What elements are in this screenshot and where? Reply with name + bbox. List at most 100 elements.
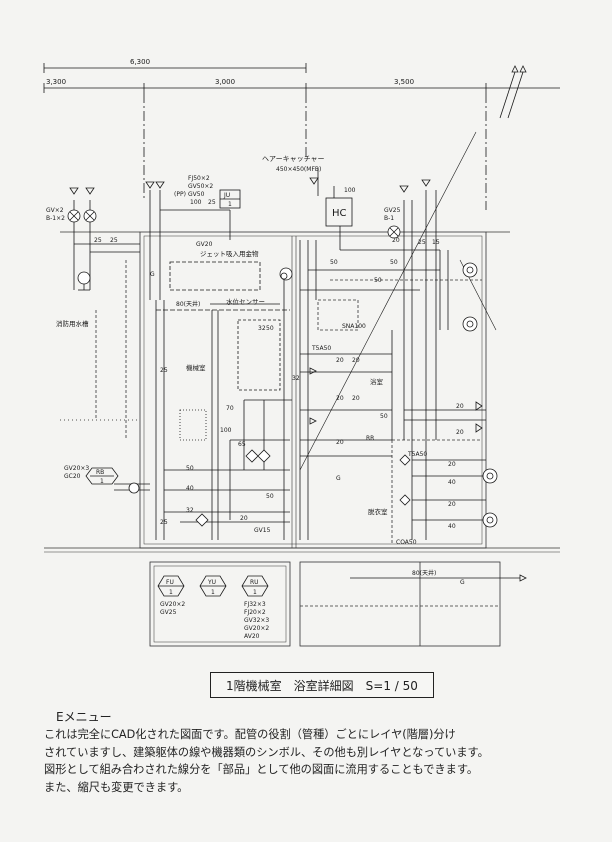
svg-text:32: 32: [186, 507, 194, 514]
ru-note-4: GV20×2: [244, 625, 269, 632]
label-b1: B-1: [384, 215, 394, 222]
svg-text:40: 40: [186, 485, 194, 492]
svg-text:1: 1: [211, 589, 215, 596]
label-rr: RR: [366, 435, 374, 442]
label-gv50: GV50: [188, 191, 205, 198]
svg-text:50: 50: [266, 325, 274, 332]
valve-symbols: [67, 209, 498, 528]
piping: [60, 131, 520, 579]
svg-text:20: 20: [336, 357, 344, 364]
ground-symbol: [78, 284, 90, 291]
svg-text:25: 25: [418, 239, 426, 246]
yu-symbol: YU 1: [199, 575, 227, 597]
svg-text:25: 25: [208, 199, 216, 206]
label-gc20: GC20: [64, 473, 81, 480]
ru-note-2: FJ20×2: [244, 609, 266, 616]
svg-text:JU: JU: [223, 192, 230, 199]
label-jet-fitting: ジェット吸入用金物: [200, 249, 259, 258]
svg-text:50: 50: [330, 259, 338, 266]
svg-text:50: 50: [390, 259, 398, 266]
svg-text:50: 50: [186, 465, 194, 472]
label-dressing-room: 脱衣室: [368, 507, 388, 516]
label-fj50: FJ50×2: [188, 175, 210, 182]
svg-text:25: 25: [110, 237, 118, 244]
menu-title: Eメニュー: [56, 710, 112, 724]
label-gv20x3: GV20×3: [64, 465, 89, 472]
svg-text:15: 15: [432, 239, 440, 246]
dim-left: 3,300: [46, 78, 66, 86]
svg-text:G: G: [336, 475, 341, 482]
hc-label: HC: [332, 208, 347, 219]
label-sna100: SNA100: [342, 323, 366, 330]
svg-text:1: 1: [100, 478, 104, 485]
desc-line-3: 図形として組み合わされた線分を「部品」として他の図面に流用することもできます。: [44, 763, 479, 776]
hair-catcher-size: 450×450(MFB): [276, 166, 321, 173]
svg-text:G: G: [150, 271, 155, 278]
label-b1-left: B-1×2: [46, 215, 65, 222]
ru-note-1: FJ32×3: [244, 601, 266, 608]
svg-text:70: 70: [226, 405, 234, 412]
building-walls: [44, 231, 560, 647]
ju-symbol: JU 1: [219, 189, 241, 209]
svg-text:20: 20: [352, 357, 360, 364]
drawing-caption: 1階機械室 浴室詳細図 S=1 / 50: [210, 672, 434, 698]
dimension-lines: [43, 63, 560, 210]
jet-fitting-box: [169, 261, 261, 291]
svg-text:20: 20: [336, 395, 344, 402]
svg-text:YU: YU: [207, 579, 216, 586]
svg-text:32: 32: [292, 375, 300, 382]
fu-symbol: FU 1: [157, 575, 185, 597]
fu-note-2: GV25: [160, 609, 177, 616]
grating: [179, 409, 207, 441]
ru-note-5: AV20: [244, 633, 260, 640]
svg-text:20: 20: [352, 395, 360, 402]
label-ceiling-80b: 80(天井): [412, 569, 436, 577]
vent-arrows: [499, 65, 527, 119]
label-gv-left: GV×2: [46, 207, 64, 214]
dim-middle: 3,000: [215, 78, 235, 86]
desc-line-1: これは完全にCAD化された図面です。配管の役割（管種）ごとにレイヤ(階層)分け: [44, 728, 456, 741]
svg-text:100: 100: [190, 199, 202, 206]
svg-text:G: G: [460, 579, 465, 586]
svg-text:RB: RB: [96, 469, 104, 476]
svg-text:40: 40: [448, 523, 456, 530]
svg-text:20: 20: [240, 515, 248, 522]
svg-text:20: 20: [336, 439, 344, 446]
label-t5a50: T5A50: [311, 345, 331, 352]
svg-text:1: 1: [169, 589, 173, 596]
svg-text:20: 20: [392, 237, 400, 244]
svg-text:20: 20: [448, 461, 456, 468]
svg-text:50: 50: [266, 493, 274, 500]
svg-text:20: 20: [456, 429, 464, 436]
desc-line-2: されていますし、建築躯体の線や機器類のシンボル、その他も別レイヤとなっています。: [44, 745, 489, 759]
caption-title: 1階機械室 浴室詳細図 S=1 / 50: [226, 678, 418, 693]
svg-text:50: 50: [374, 277, 382, 284]
dim-overall: 6,300: [130, 58, 150, 66]
label-coa50: COA50: [396, 539, 417, 546]
label-gv15: GV15: [254, 527, 271, 534]
hair-catcher: HC: [317, 168, 353, 227]
svg-text:100: 100: [220, 427, 232, 434]
rb-symbol: RB 1: [85, 467, 119, 485]
svg-text:25: 25: [94, 237, 102, 244]
svg-text:50: 50: [380, 413, 388, 420]
svg-text:65: 65: [238, 441, 246, 448]
label-gv20: GV20: [196, 241, 213, 248]
label-ceiling-80: 80(天井): [176, 300, 200, 308]
svg-text:100: 100: [344, 187, 356, 194]
riser-markers: [69, 177, 527, 582]
label-fire-tank: 消防用水槽: [56, 319, 89, 328]
label-gv25: GV25: [384, 207, 401, 214]
svg-text:1: 1: [253, 589, 257, 596]
ru-symbol: RU 1: [241, 575, 269, 597]
svg-text:40: 40: [448, 479, 456, 486]
svg-text:20: 20: [456, 403, 464, 410]
hair-catcher-label: ヘアーキャッチャー: [262, 155, 325, 163]
svg-text:25: 25: [160, 519, 168, 526]
label-machine-room: 機械室: [186, 363, 206, 372]
label-pp: (PP): [174, 191, 186, 198]
label-gv50x2: GV50×2: [188, 183, 213, 190]
dim-right: 3,500: [394, 78, 414, 86]
svg-text:FU: FU: [166, 579, 174, 586]
